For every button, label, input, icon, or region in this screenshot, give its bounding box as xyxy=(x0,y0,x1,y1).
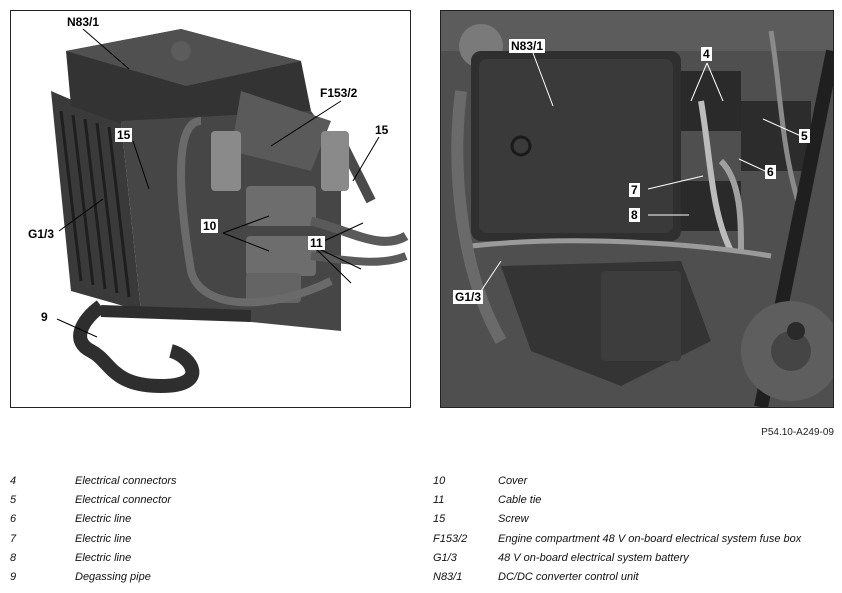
legend-number: F153/2 xyxy=(433,532,468,545)
legend-number: 6 xyxy=(10,513,17,526)
legend-description: DC/DC converter control unit xyxy=(498,570,639,583)
legend-description: Electrical connector xyxy=(75,494,171,507)
battery-assembly-illustration xyxy=(11,11,410,407)
legend-item: G1/3 48 V on-board electrical system bat… xyxy=(433,552,833,571)
legend-description: Electric line xyxy=(75,513,132,526)
callout-cover-10: 10 xyxy=(201,219,219,233)
legend-description: Screw xyxy=(498,513,529,526)
callout-electrical-connector-5: 5 xyxy=(799,129,810,143)
callout-pipe-9: 9 xyxy=(39,310,50,324)
legend-item: 15 Screw xyxy=(433,513,833,532)
callout-g1-3: G1/3 xyxy=(26,227,57,241)
legend-number: 8 xyxy=(10,551,17,564)
legend-number: 5 xyxy=(10,494,17,507)
legend-number: N83/1 xyxy=(433,570,463,583)
legend-number: 7 xyxy=(10,532,17,545)
legend-item: 5 Electrical connector xyxy=(10,494,410,513)
legend-item: 7 Electric line xyxy=(10,533,410,552)
legend-number: 10 xyxy=(433,475,446,487)
callout-n83-1: N83/1 xyxy=(65,15,102,29)
callout-n83-1-right: N83/1 xyxy=(509,39,546,53)
legend-description: Cable tie xyxy=(498,494,542,507)
legend-left-column: 4 Electrical connectors 5 Electrical con… xyxy=(10,475,410,590)
callout-cable-tie-11: 11 xyxy=(308,236,325,250)
legend-item: 9 Degassing pipe xyxy=(10,571,410,590)
legend-right-column: 10 Cover 11 Cable tie 15 Screw F153/2 En… xyxy=(433,475,833,590)
callout-screw-15-left: 15 xyxy=(115,128,133,142)
legend-item: 11 Cable tie xyxy=(433,494,833,513)
callout-electrical-connectors-4: 4 xyxy=(701,47,712,61)
legend-description: Electrical connectors xyxy=(75,475,177,487)
legend-item: N83/1 DC/DC converter control unit xyxy=(433,571,833,590)
legend-description: 48 V on-board electrical system battery xyxy=(498,551,689,564)
legend-description: Engine compartment 48 V on-board electri… xyxy=(498,532,802,545)
legend-description: Electric line xyxy=(75,551,132,564)
legend-description: Cover xyxy=(498,475,528,487)
legend-number: G1/3 xyxy=(433,551,457,564)
legend-description: Electric line xyxy=(75,532,132,545)
callout-electric-line-8: 8 xyxy=(629,208,640,222)
legend-item: 4 Electrical connectors xyxy=(10,475,410,494)
callout-electric-line-7: 7 xyxy=(629,183,640,197)
callout-electric-line-6: 6 xyxy=(765,165,776,179)
legend-item: 8 Electric line xyxy=(10,552,410,571)
photo-battery-assembly: N83/1 F153/2 15 15 G1/3 10 11 9 xyxy=(10,10,411,408)
legend-item: 10 Cover xyxy=(433,475,833,494)
image-reference-code: P54.10-A249-09 xyxy=(761,427,834,438)
legend-item: F153/2 Engine compartment 48 V on-board … xyxy=(433,533,833,552)
callout-g1-3-right: G1/3 xyxy=(453,290,484,304)
legend-number: 11 xyxy=(433,494,445,507)
callout-screw-15-right: 15 xyxy=(373,123,391,137)
legend-number: 4 xyxy=(10,475,17,487)
legend-number: 15 xyxy=(433,513,446,526)
photo-engine-compartment: N83/1 4 5 6 7 8 G1/3 xyxy=(440,10,834,408)
callout-f153-2: F153/2 xyxy=(318,86,360,100)
legend-number: 9 xyxy=(10,570,17,583)
legend-description: Degassing pipe xyxy=(75,570,151,583)
legend-item: 6 Electric line xyxy=(10,513,410,532)
